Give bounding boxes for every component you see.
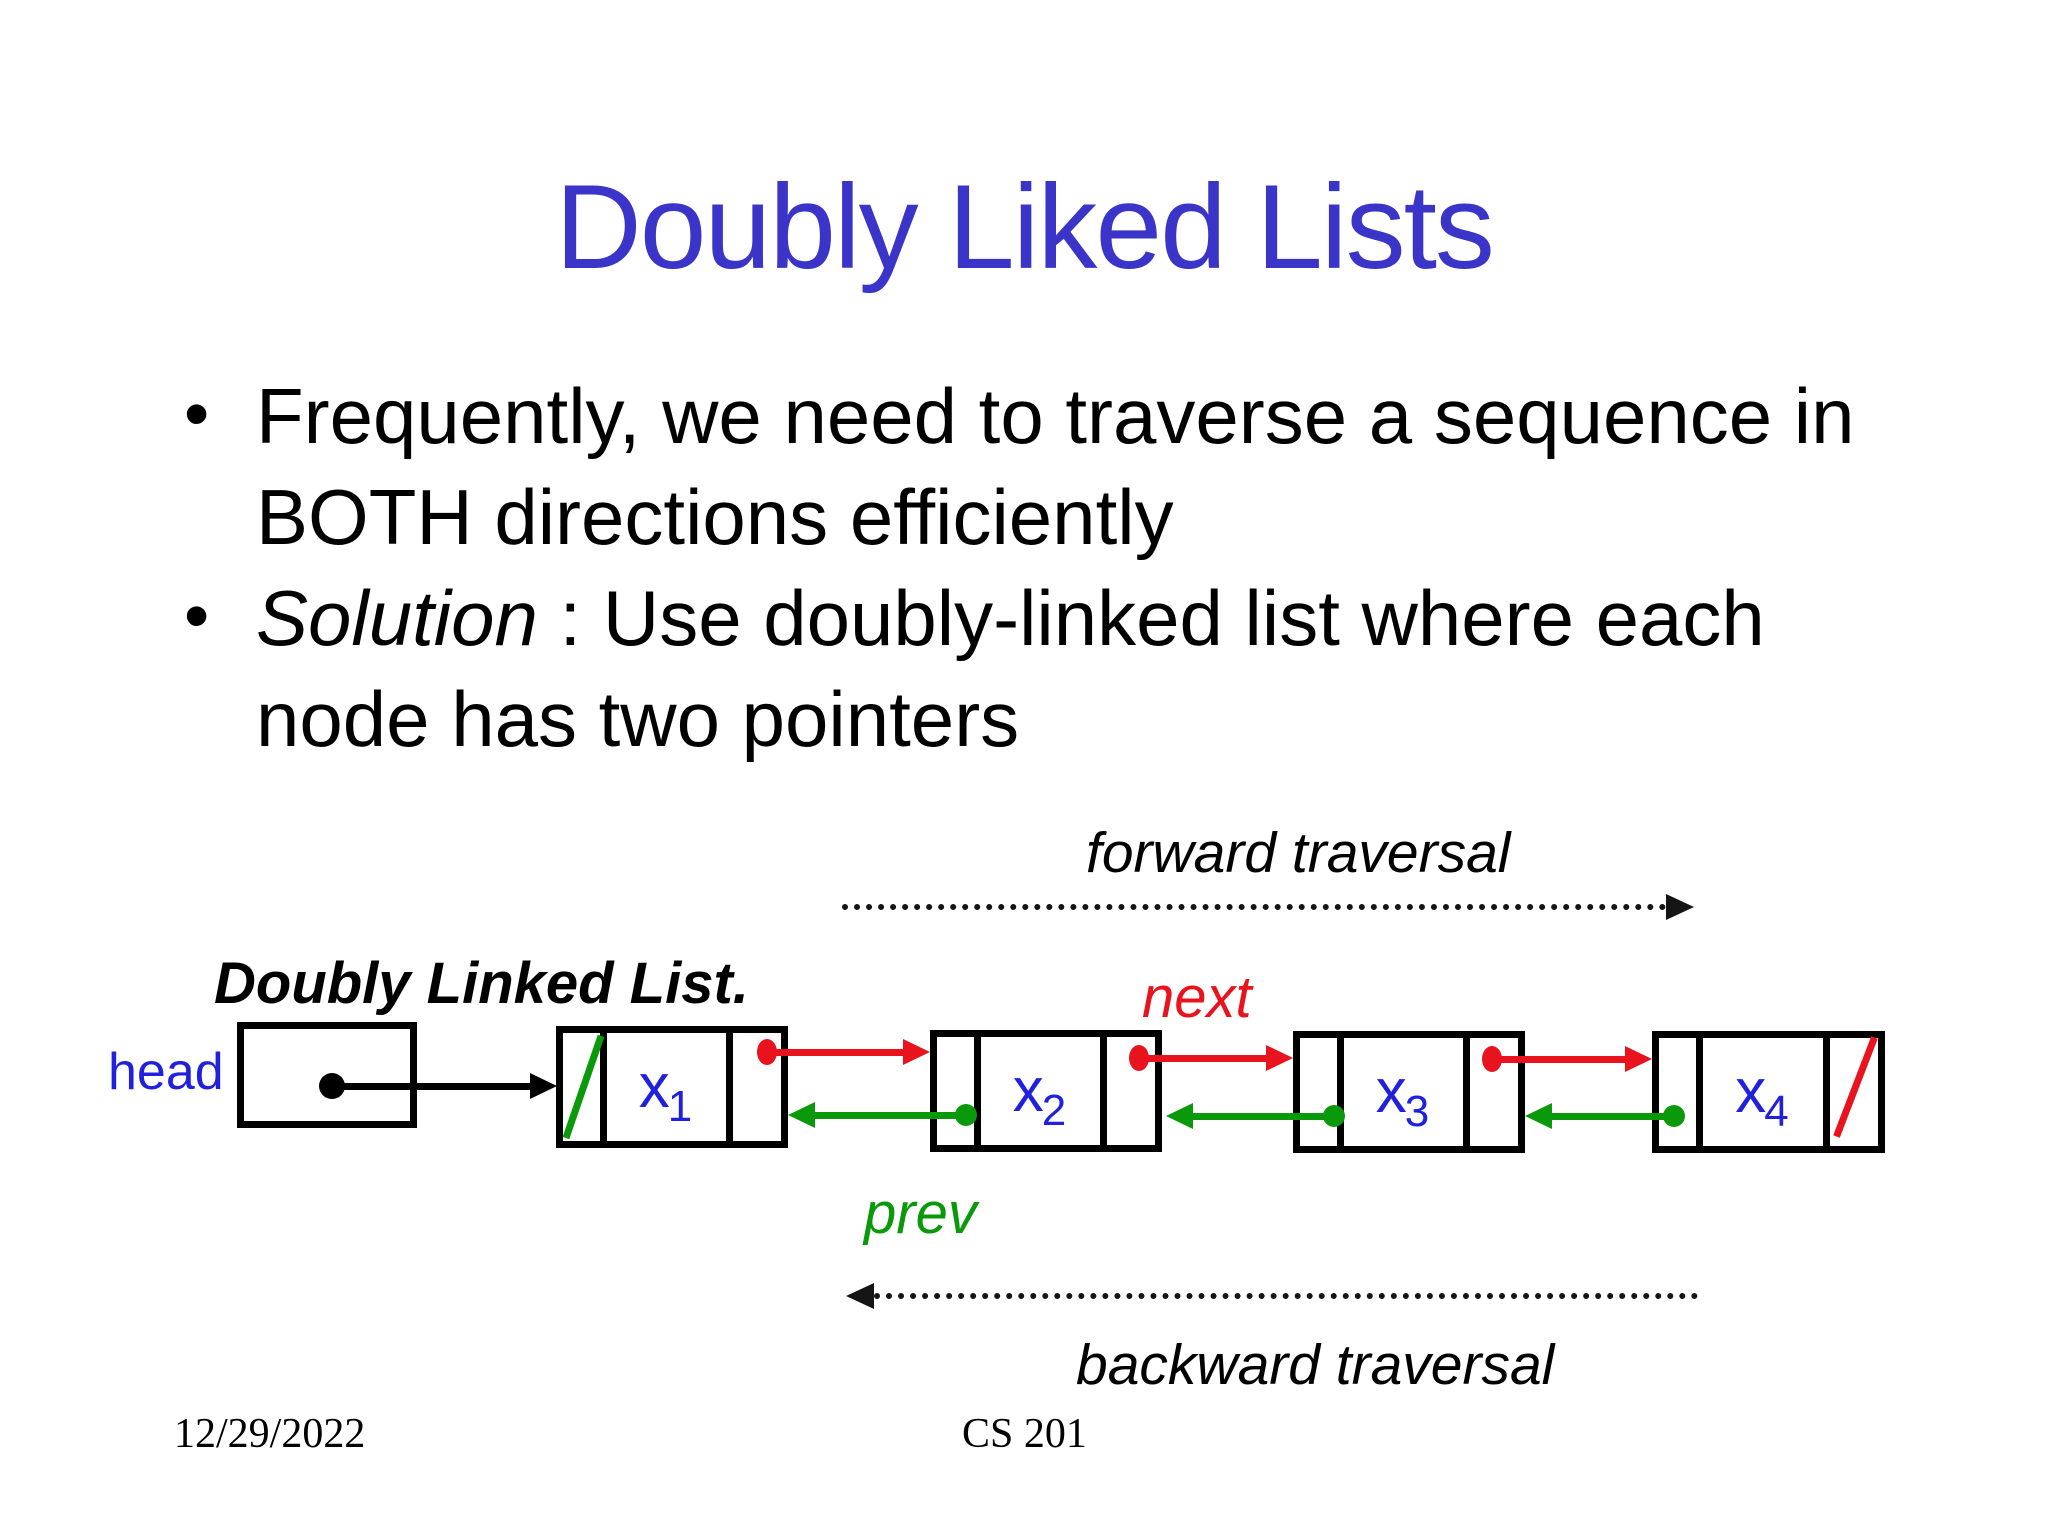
head-pointer-line (332, 1083, 532, 1090)
bullet-lead-italic: Solution (256, 574, 538, 662)
forward-traversal-label: forward traversal (1086, 821, 1511, 885)
data-cell: x1 (607, 1033, 733, 1141)
bullet-item-1: Frequently, we need to traverse a sequen… (182, 364, 1902, 568)
next-arrow-line-2 (1139, 1055, 1267, 1062)
forward-traversal-arrow-line (842, 904, 1666, 910)
prev-pointer-dot-2 (955, 1104, 977, 1126)
prev-pointer-cell (563, 1033, 607, 1141)
bullet-item-2: Solution : Use doubly-linked list where … (182, 566, 1902, 770)
node-label: x2 (1012, 1056, 1067, 1135)
data-cell: x2 (981, 1037, 1107, 1145)
prev-pointer-cell (1300, 1038, 1344, 1146)
next-arrowhead-icon-2 (1266, 1045, 1293, 1071)
prev-pointer-dot-4 (1663, 1105, 1685, 1127)
next-arrow-line-3 (1492, 1056, 1626, 1063)
head-box (237, 1022, 417, 1128)
backward-traversal-arrow-line (874, 1293, 1698, 1299)
head-label: head (108, 1043, 224, 1101)
bullet-text: Frequently, we need to traverse a sequen… (256, 372, 1855, 561)
next-arrow-line-1 (767, 1049, 905, 1056)
next-label: next (1142, 965, 1252, 1030)
node-box-4: x4 (1652, 1031, 1885, 1153)
bullet-text: : Use doubly-linked list where each node… (256, 574, 1765, 763)
bullet-list: Frequently, we need to traverse a sequen… (182, 364, 1902, 770)
node-label: x3 (1375, 1057, 1430, 1136)
prev-arrow-line-2 (814, 1112, 966, 1119)
prev-arrowhead-icon-2 (788, 1102, 815, 1128)
prev-arrowhead-icon-4 (1525, 1103, 1552, 1129)
node-label: x4 (1735, 1057, 1789, 1136)
backward-traversal-arrowhead-icon (846, 1283, 874, 1309)
prev-pointer-cell (1659, 1038, 1703, 1146)
prev-arrow-line-3 (1192, 1113, 1334, 1120)
node-box-1: x1 (556, 1026, 788, 1148)
footer-date: 12/29/2022 (174, 1411, 366, 1457)
next-arrowhead-icon-3 (1625, 1046, 1652, 1072)
forward-traversal-arrowhead-icon (1666, 894, 1694, 920)
node-label: x1 (638, 1052, 693, 1131)
footer-course: CS 201 (962, 1411, 1087, 1457)
next-arrowhead-icon-1 (903, 1039, 930, 1065)
node-box-3: x3 (1293, 1031, 1525, 1153)
prev-label: prev (864, 1181, 977, 1246)
diagram-caption: Doubly Linked List. (214, 951, 749, 1016)
backward-traversal-label: backward traversal (1076, 1333, 1555, 1397)
prev-pointer-cell (937, 1037, 981, 1145)
slide-title: Doubly Liked Lists (555, 160, 1495, 294)
data-cell: x3 (1344, 1038, 1470, 1146)
head-pointer-arrowhead-icon (530, 1073, 557, 1099)
data-cell: x4 (1703, 1038, 1830, 1146)
prev-arrowhead-icon-3 (1166, 1103, 1193, 1129)
prev-arrow-line-4 (1551, 1113, 1674, 1120)
node-box-2: x2 (930, 1030, 1162, 1152)
prev-pointer-dot-3 (1323, 1105, 1345, 1127)
